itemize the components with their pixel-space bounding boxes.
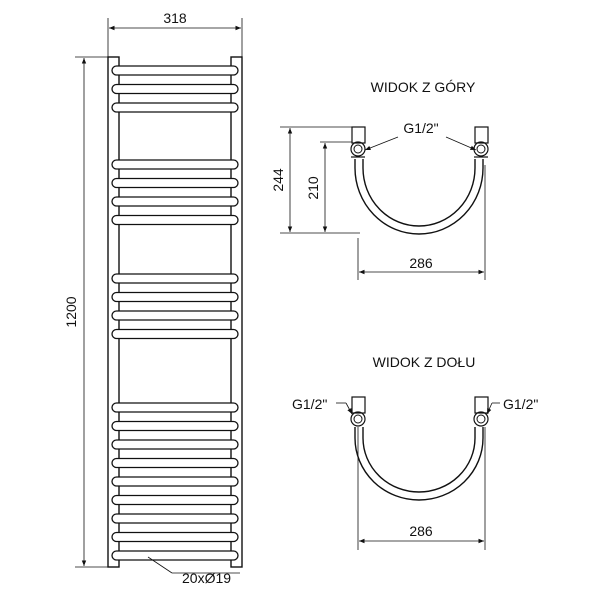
rail-tube — [111, 328, 239, 340]
rail-tube — [111, 273, 239, 284]
rail-tube — [111, 402, 239, 413]
rail-tube — [111, 420, 239, 432]
rail-tube — [111, 550, 239, 561]
rail-tube — [111, 531, 239, 543]
rail-tube — [111, 310, 239, 321]
rail-tube — [111, 476, 239, 487]
tube-spec-callout: 20xØ19 — [147, 556, 240, 586]
top-depth-outer-label: 244 — [270, 168, 286, 192]
top-depth-inner-dimension: 210 — [305, 141, 352, 232]
rail-tube — [111, 65, 239, 76]
top-view-title: WIDOK Z GÓRY — [371, 79, 476, 95]
bottom-right-connector — [473, 396, 489, 427]
bottom-width-label: 286 — [409, 523, 433, 539]
front-width-label: 318 — [163, 10, 187, 26]
top-width-dimension: 286 — [357, 165, 486, 280]
bottom-view-title: WIDOK Z DOŁU — [373, 354, 476, 370]
rail-tube — [111, 513, 239, 524]
bottom-view: WIDOK Z DOŁU G1/2" G1/2" 286 — [292, 354, 538, 550]
front-height-dimension: 1200 — [63, 56, 108, 568]
bottom-width-dimension: 286 — [357, 427, 486, 550]
rail-tube — [111, 214, 239, 226]
bottom-right-connector-label: G1/2" — [503, 396, 538, 412]
rail-tube — [111, 177, 239, 189]
top-right-connector — [473, 126, 489, 158]
front-height-label: 1200 — [63, 296, 79, 327]
bottom-left-connector — [350, 396, 366, 427]
top-connector-label: G1/2" — [403, 120, 438, 136]
top-depth-outer-dimension: 244 — [270, 126, 360, 234]
rail-tube — [111, 291, 239, 303]
bottom-u-bend — [354, 427, 484, 501]
rail-tube — [111, 159, 239, 170]
top-left-connector — [350, 126, 366, 158]
front-width-dimension: 318 — [107, 10, 243, 60]
top-view: WIDOK Z GÓRY G1/2" 244 — [270, 79, 489, 280]
top-u-bend — [354, 159, 484, 235]
top-width-label: 286 — [409, 255, 433, 271]
front-view: 318 1200 20xØ19 — [63, 10, 243, 586]
rail-tube — [111, 439, 239, 450]
rail-tube — [111, 494, 239, 506]
tube-spec-label: 20xØ19 — [182, 570, 231, 586]
rails — [111, 65, 239, 561]
bottom-left-connector-label: G1/2" — [292, 396, 327, 412]
rail-tube — [111, 457, 239, 469]
top-depth-inner-label: 210 — [305, 176, 321, 200]
rail-tube — [111, 83, 239, 95]
rail-tube — [111, 196, 239, 207]
rail-tube — [111, 102, 239, 113]
